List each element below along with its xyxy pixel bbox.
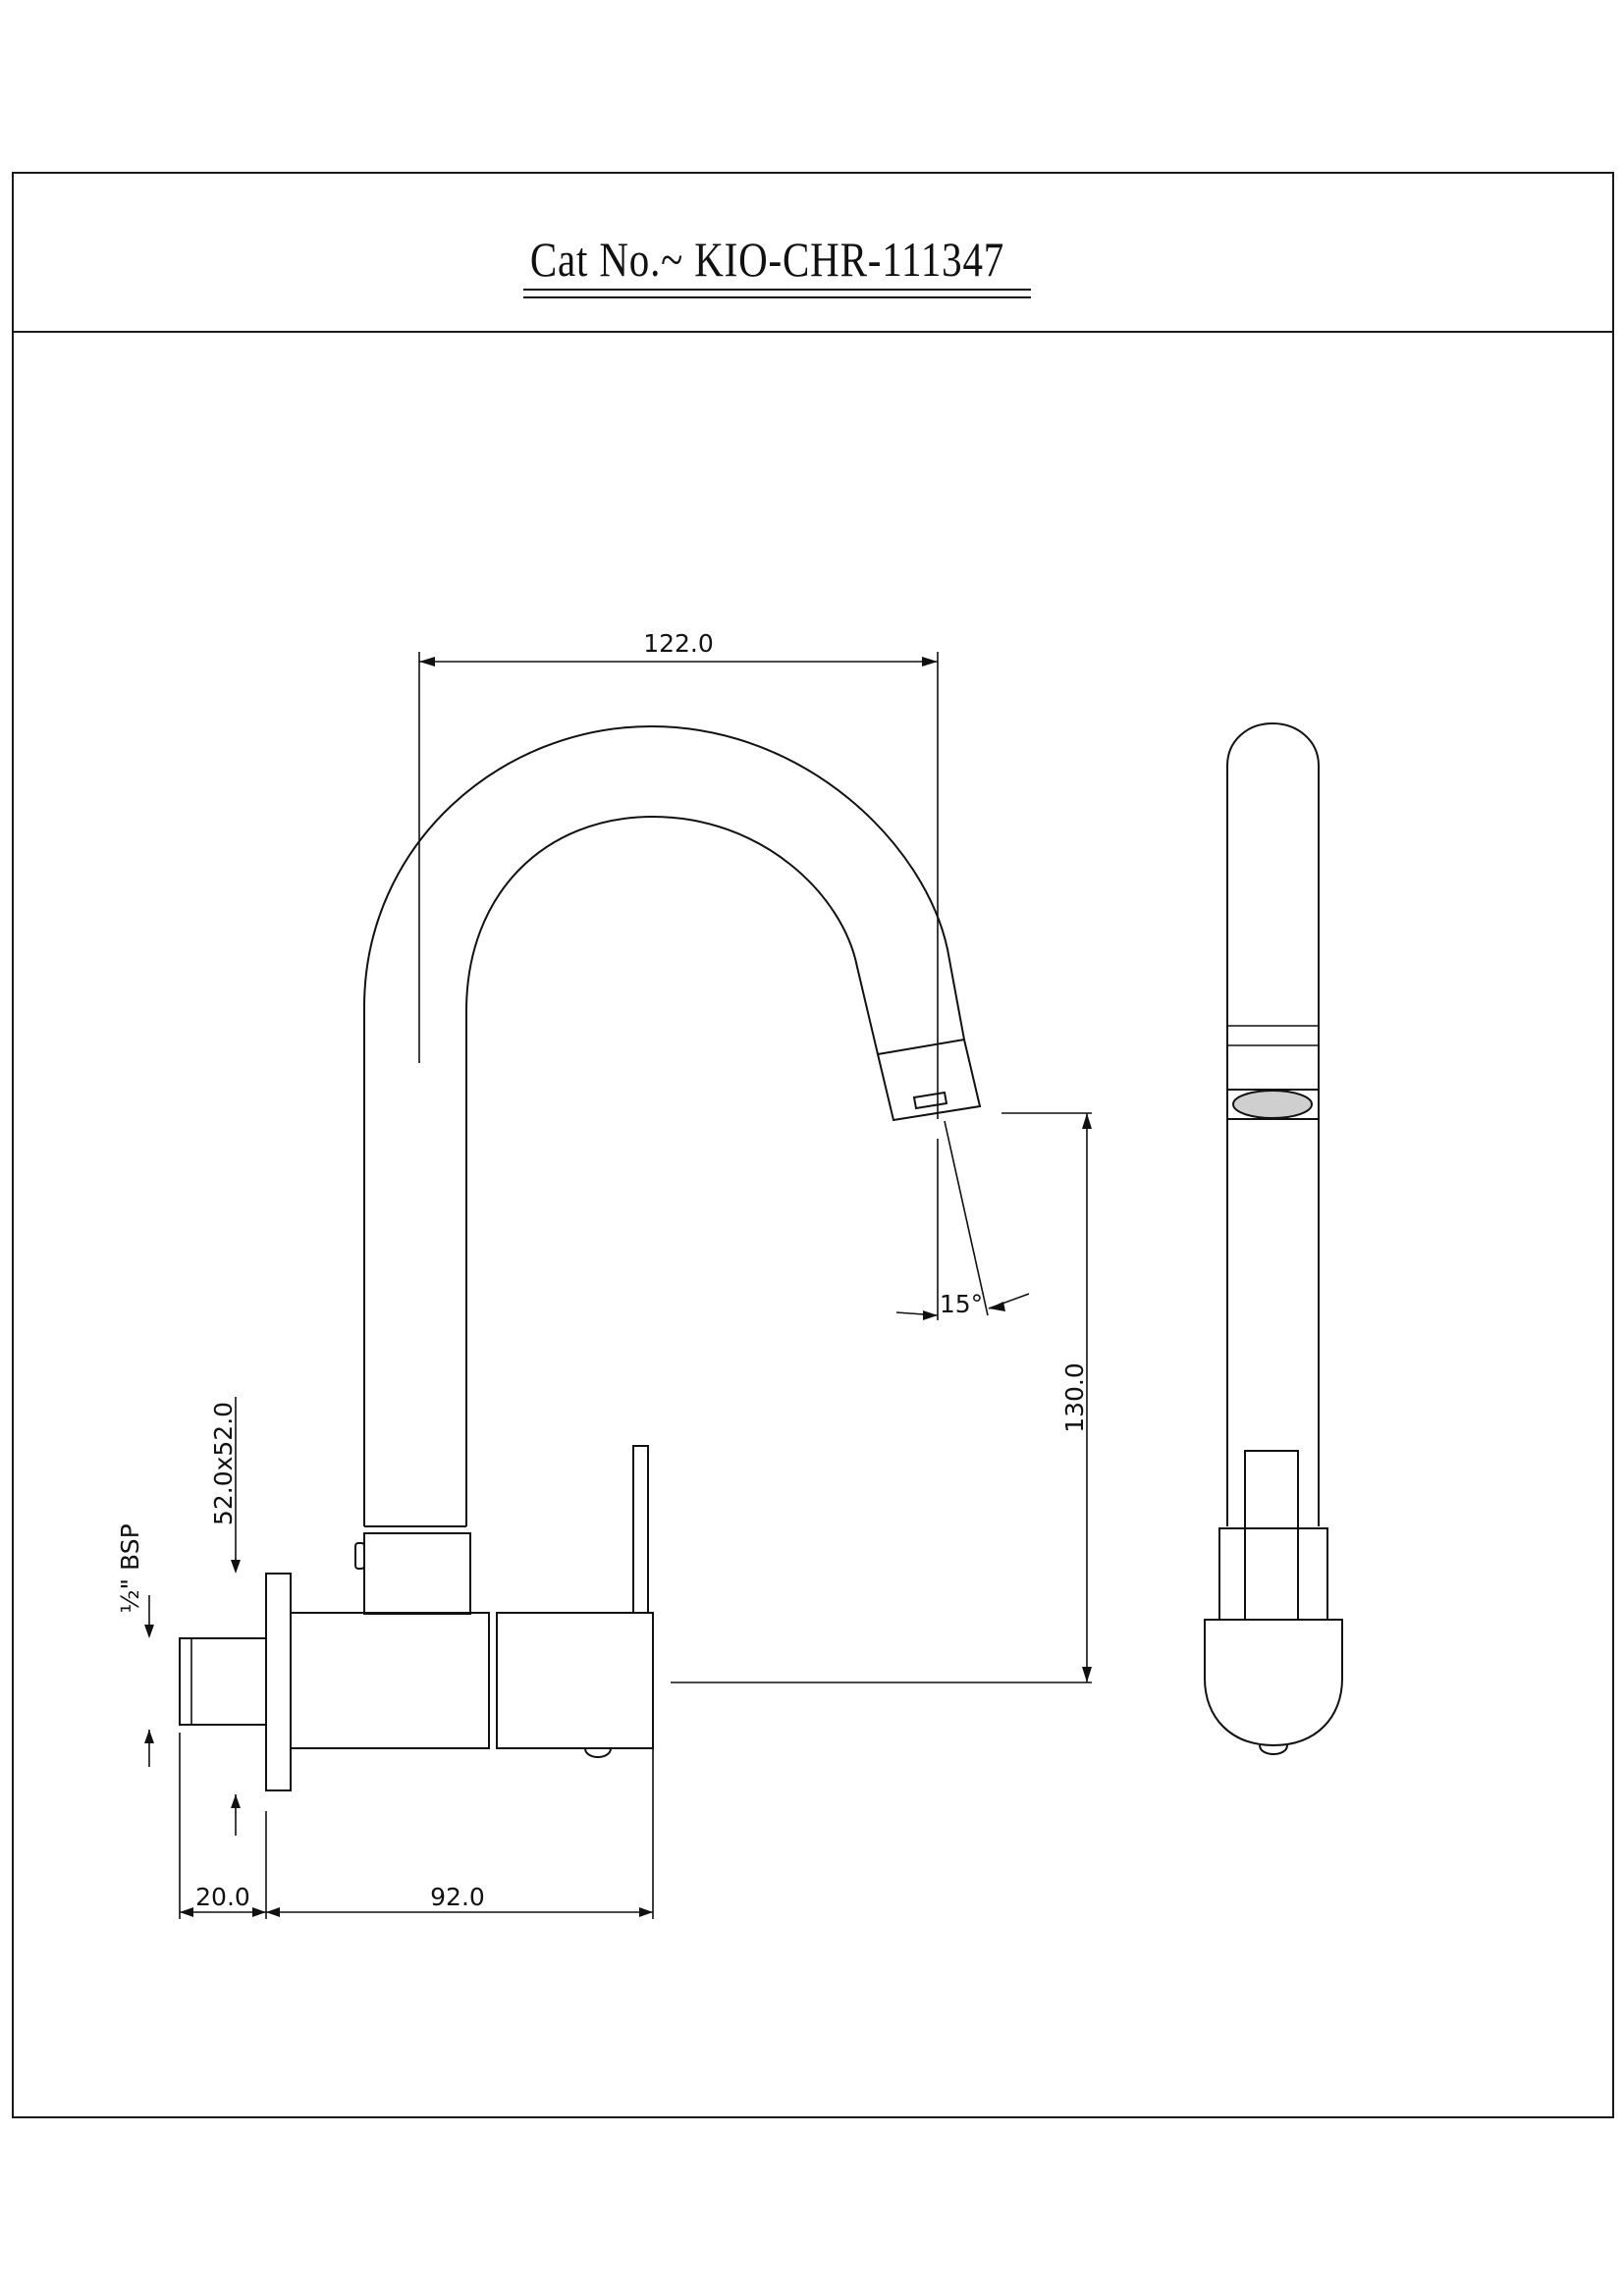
dim-thread-length: 20.0 xyxy=(195,1883,250,1911)
spout-outer-curve xyxy=(363,724,965,1526)
handle-lever xyxy=(632,1445,649,1613)
handle-nub-front xyxy=(1259,1744,1288,1755)
spout-front xyxy=(1226,721,1320,1526)
dimension-lines xyxy=(144,652,1092,1919)
grub-screw xyxy=(354,1542,365,1570)
tap-side-view xyxy=(179,724,982,1791)
tap-front-view xyxy=(1204,721,1343,1755)
handle-block xyxy=(496,1612,654,1749)
threaded-inlet xyxy=(179,1637,267,1726)
dim-angle: 15° xyxy=(940,1290,983,1318)
drawing-frame xyxy=(12,172,1614,2118)
spout-outlet xyxy=(876,1038,982,1122)
handle-front xyxy=(1244,1450,1299,1621)
collar-front xyxy=(1218,1527,1328,1621)
dim-thread: ½" BSP xyxy=(116,1523,144,1613)
dim-body-depth: 92.0 xyxy=(430,1883,485,1911)
handle-nub xyxy=(584,1747,612,1758)
aerator-ring xyxy=(1226,1089,1320,1120)
body-front xyxy=(1204,1619,1343,1747)
wall-flange xyxy=(265,1573,292,1791)
dim-spout-reach: 122.0 xyxy=(643,629,714,658)
title-underline-2 xyxy=(523,296,1031,298)
spout-inner-curve xyxy=(465,815,879,1526)
dim-flange: 52.0x52.0 xyxy=(209,1402,238,1525)
dim-height: 130.0 xyxy=(1060,1362,1089,1433)
catalog-number: Cat No.~ KIO-CHR-111347 xyxy=(529,232,1005,287)
valve-body xyxy=(290,1612,490,1749)
title-underline xyxy=(523,289,1031,291)
aerator-tab xyxy=(912,1091,948,1110)
aerator-mesh xyxy=(1232,1090,1313,1119)
spout-collar xyxy=(363,1532,471,1615)
title-block xyxy=(12,172,1614,333)
